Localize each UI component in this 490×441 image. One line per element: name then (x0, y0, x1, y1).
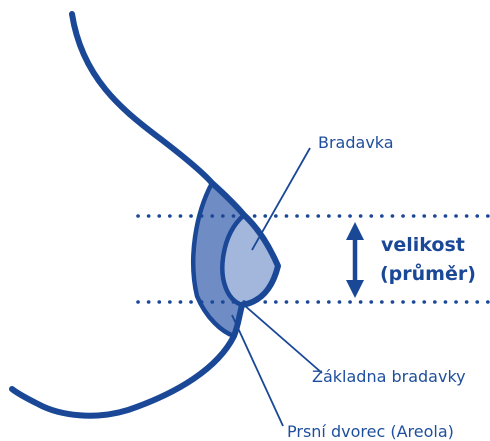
areola-inner-line (190, 180, 237, 339)
size-label: velikost (381, 234, 465, 256)
nipple-region (222, 215, 278, 305)
nipple-base-leader-line (243, 304, 323, 374)
size-arrow-icon (346, 222, 364, 298)
breast-outline (9, 11, 281, 419)
nipple-boundary-line (220, 212, 247, 308)
nipple-label: Bradavka (318, 133, 394, 152)
nipple-leader-line (251, 147, 311, 251)
areola-label: Prsní dvorec (Areola) (287, 422, 454, 441)
nipple-base-label: Základna bradavky (312, 367, 466, 386)
areola-leader-line (231, 314, 284, 427)
diameter-label: (průměr) (380, 263, 476, 285)
